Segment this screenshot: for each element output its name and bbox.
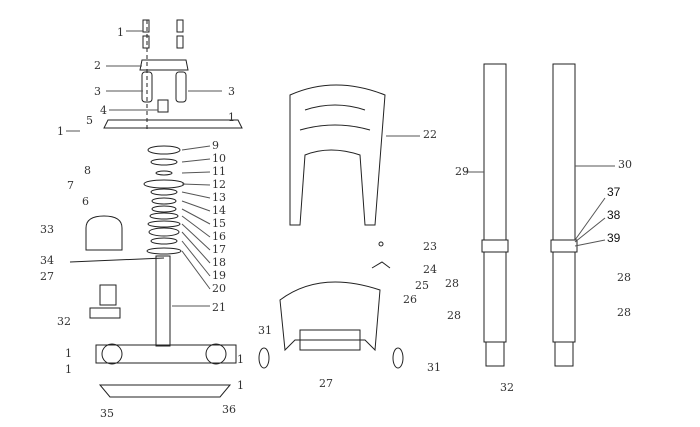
callout-label: 9 [212,139,219,152]
leader-line [181,231,211,264]
callout-label: 10 [212,152,226,165]
callout-label: 1 [117,26,124,39]
fork-right [550,63,578,367]
callout-label: 39 [607,231,621,245]
callout-label: 28 [617,271,631,284]
callout-label: 35 [100,407,114,420]
front-cowl [289,84,386,226]
leader-line [181,183,211,186]
leader-line [181,200,211,212]
callout-label: 19 [212,269,226,282]
leader-line [181,145,211,151]
callout-label: 22 [423,128,437,141]
callout-label: 7 [67,179,74,192]
callout-label: 1 [237,379,244,392]
callout-label: 1 [237,353,244,366]
steering-stem-assembly [69,19,243,398]
leader-line [181,250,211,290]
callout-label: 21 [212,301,226,314]
callout-label: 15 [212,217,226,230]
callout-label: 5 [86,114,93,127]
callout-label: 31 [427,361,441,374]
callout-label: 18 [212,256,226,269]
callout-label: 28 [617,306,631,319]
callout-label: 28 [445,277,459,290]
callout-label: 12 [212,178,226,191]
callout-label: 27 [40,270,54,283]
leader-line [181,191,211,199]
callout-label: 23 [423,240,437,253]
callout-label: 1 [57,125,64,138]
callout-label: 31 [258,324,272,337]
callout-label: 30 [618,158,632,171]
callout-label: 28 [447,309,461,322]
leader-line [181,223,211,251]
callout-label: 27 [319,377,333,390]
callout-label: 1 [65,363,72,376]
leader-lines [66,30,615,307]
callout-label: 13 [212,191,226,204]
leader-line [181,171,211,174]
stack-leader-lines [181,145,211,290]
callout-label: 34 [40,254,54,267]
callout-label: 14 [212,204,226,217]
callout-label: 6 [82,195,89,208]
callout-label: 1 [228,111,235,124]
callout-label: 11 [212,165,226,178]
callout-label: 32 [57,315,71,328]
fork-left [481,63,509,367]
callout-label: 16 [212,230,226,243]
leader-line [181,240,211,277]
callout-label: 8 [84,164,91,177]
callout-label: 24 [423,263,437,276]
callout-label: 20 [212,282,226,295]
callout-label: 4 [100,104,107,117]
leader-line [181,158,211,163]
fender [258,241,404,369]
leader-line [181,208,211,225]
callout-label: 38 [607,208,621,222]
callout-label: 33 [40,223,54,236]
callout-label: 3 [94,85,101,98]
callout-label: 26 [403,293,417,306]
callout-label: 2 [94,59,101,72]
leader-line [181,215,211,238]
callout-label: 36 [222,403,236,416]
callout-label: 29 [455,165,469,178]
callout-label: 17 [212,243,226,256]
callout-label: 37 [607,185,621,199]
callout-label: 3 [228,85,235,98]
callout-label: 32 [500,381,514,394]
callout-label: 1 [65,347,72,360]
callout-label: 25 [415,279,429,292]
